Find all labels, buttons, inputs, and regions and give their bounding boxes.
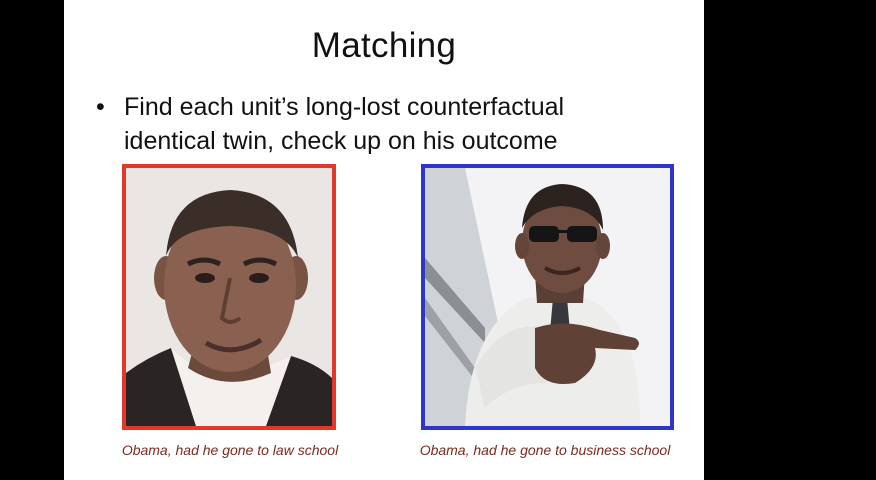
law-school-caption: Obama, had he gone to law school [121, 442, 339, 458]
pointing-man-photo-icon [425, 168, 670, 426]
business-school-caption: Obama, had he gone to business school [419, 442, 671, 458]
portrait-photo-icon [126, 168, 332, 426]
bullet-point: • Find each unit’s long-lost counterfact… [96, 90, 686, 158]
bullet-marker: • [96, 93, 105, 121]
business-school-photo [421, 164, 674, 430]
bullet-text: Find each unit’s long-lost counterfactua… [124, 90, 686, 158]
slide-title: Matching [311, 26, 457, 65]
presentation-slide: Matching • Find each unit’s long-lost co… [64, 0, 704, 480]
bullet-line-1: Find each unit’s long-lost counterfactua… [124, 93, 565, 121]
law-school-photo [122, 164, 336, 430]
bullet-line-2: identical twin, check up on his outcome [124, 127, 558, 155]
